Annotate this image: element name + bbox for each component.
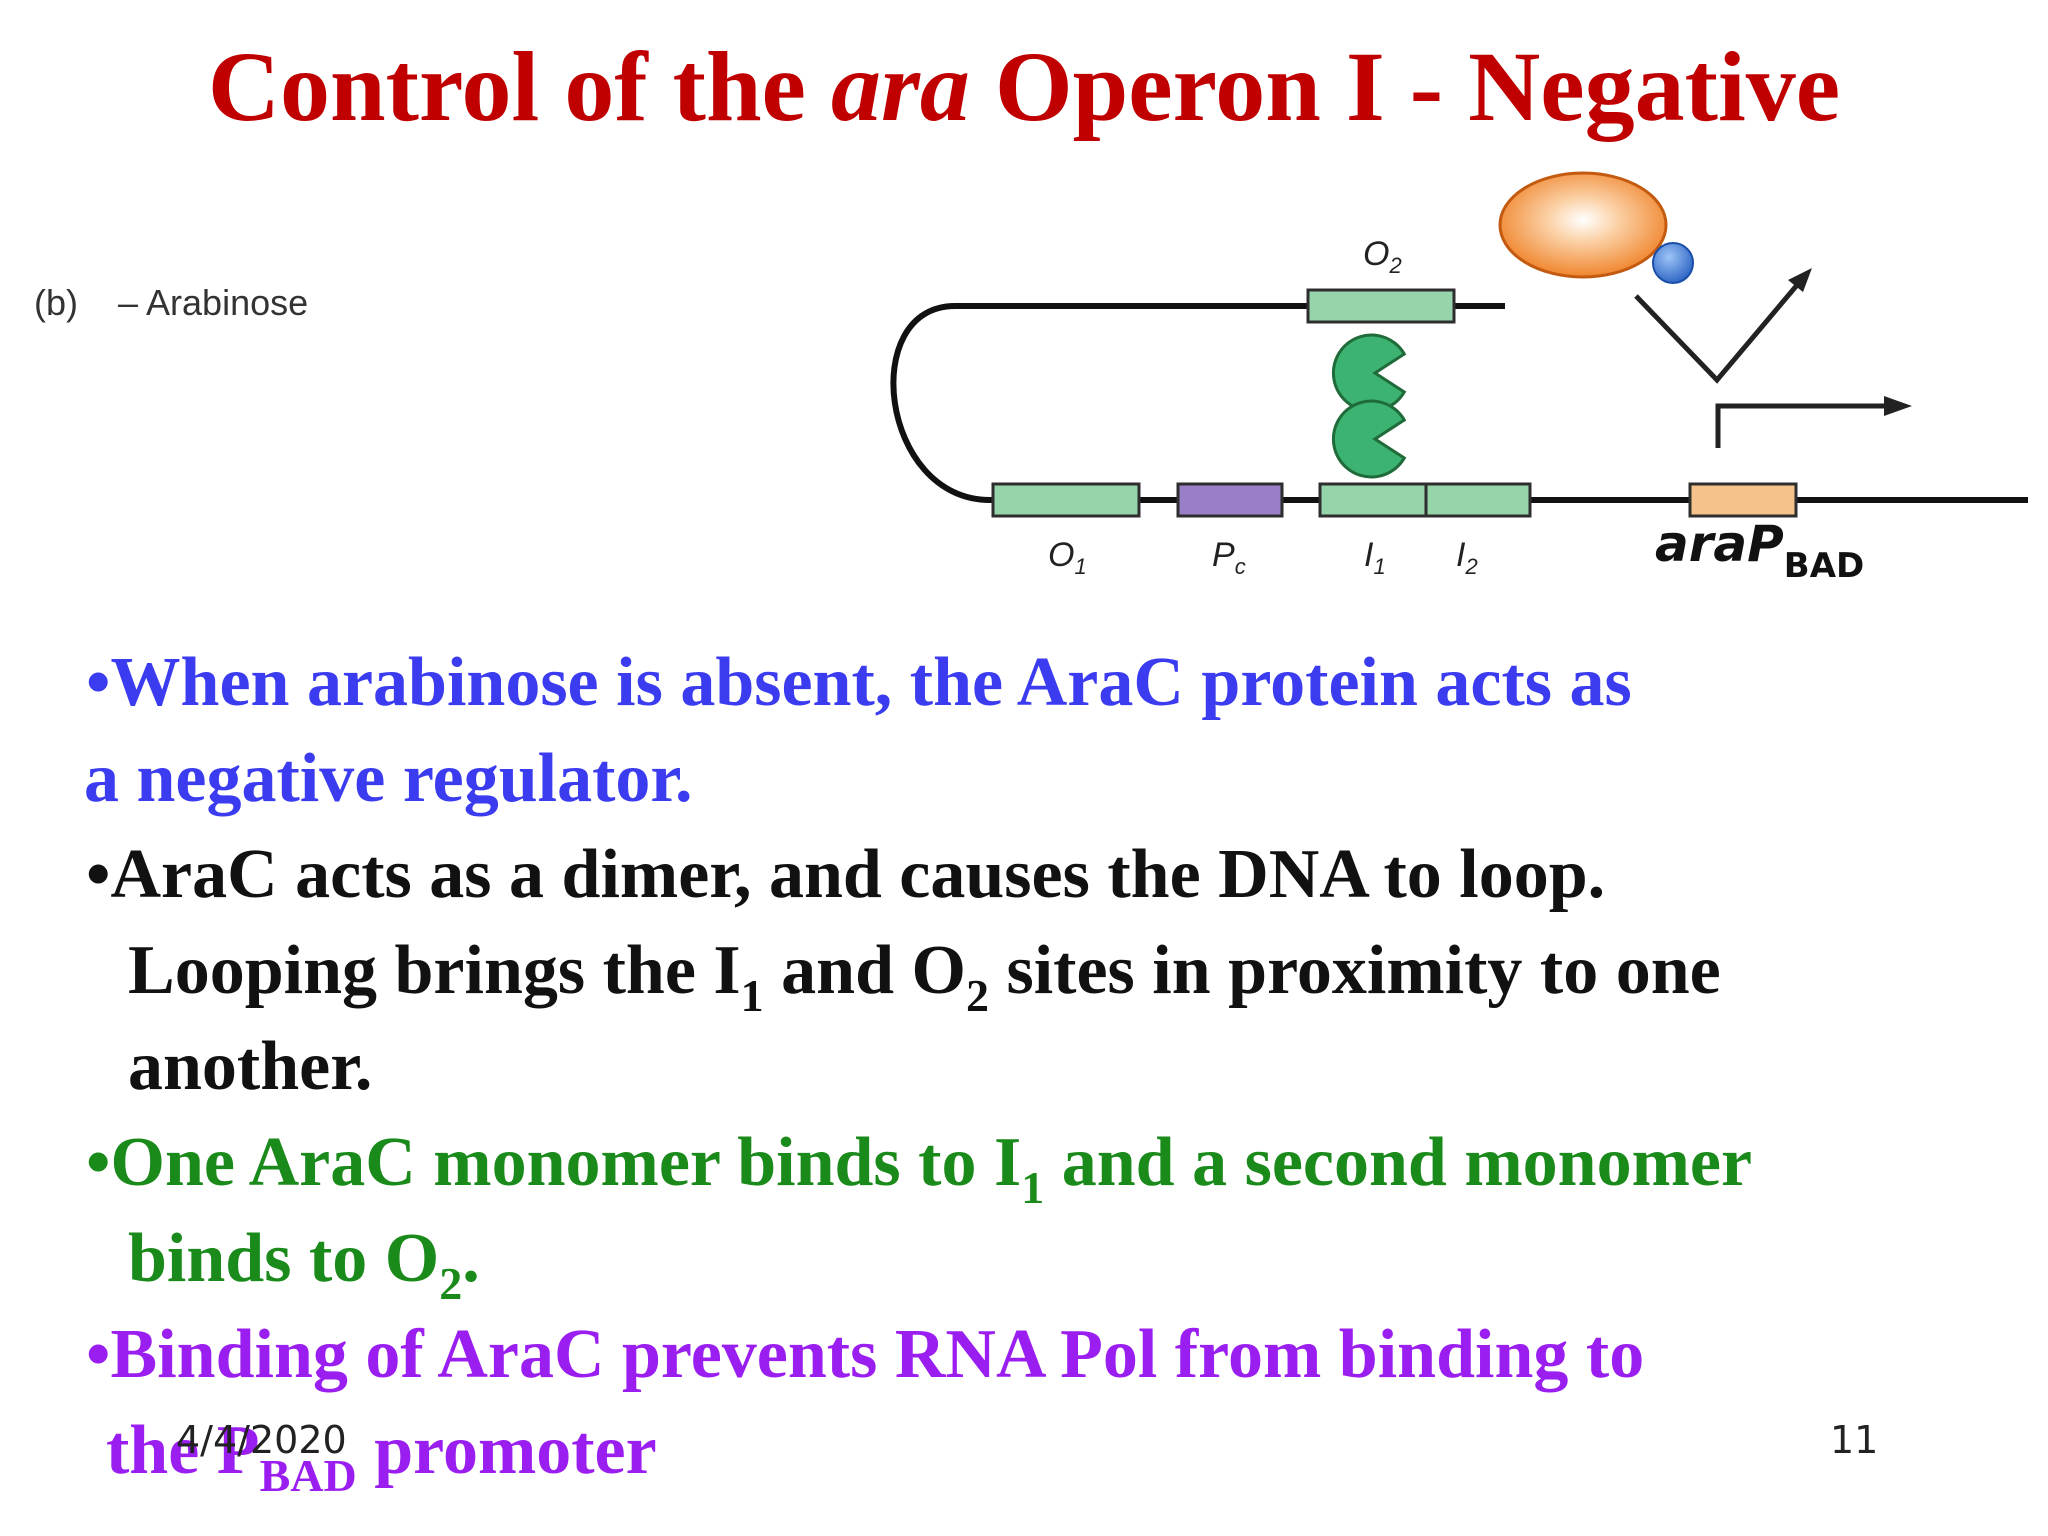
dna-loop <box>893 306 2028 500</box>
bullet-4-line-2: the PBAD promoter <box>86 1403 2026 1499</box>
transcription-arrowhead <box>1884 396 1912 416</box>
label-i1: I1 <box>1364 536 1386 579</box>
label-i2: I2 <box>1456 536 1478 579</box>
bullet-3-line-2: binds to O2. <box>86 1211 2026 1307</box>
bullet-3-line-1: •One AraC monomer binds to I1 and a seco… <box>86 1115 2026 1211</box>
bullet-2: •AraC acts as a dimer, and causes the DN… <box>86 827 2026 1115</box>
bullet-1-line-2: a negative regulator. <box>84 731 2026 827</box>
bullet-1: •When arabinose is absent, the AraC prot… <box>86 635 2026 827</box>
bullet-3: •One AraC monomer binds to I1 and a seco… <box>86 1115 2026 1307</box>
slide-date: 4/4/2020 <box>176 1418 347 1462</box>
bullet-2-line-3: another. <box>86 1019 2026 1115</box>
site-pc-box <box>1178 484 1282 516</box>
bullet-2-line-1: •AraC acts as a dimer, and causes the DN… <box>86 827 2026 923</box>
rna-pol-icon <box>1500 173 1666 277</box>
bullet-list: •When arabinose is absent, the AraC prot… <box>86 635 2026 1499</box>
label-pc: Pc <box>1212 536 1246 579</box>
blocked-binding-arrow <box>1636 278 1803 380</box>
site-i2-box <box>1426 484 1530 516</box>
label-o1: O1 <box>1048 536 1087 579</box>
transcription-arrow <box>1718 406 1888 448</box>
site-o1-box <box>993 484 1139 516</box>
label-o2: O2 <box>1363 235 1402 278</box>
bullet-1-line-1: •When arabinose is absent, the AraC prot… <box>86 635 2026 731</box>
site-i1-box <box>1320 484 1426 516</box>
promoter-label-main: araP <box>1655 515 1784 573</box>
site-o2-box <box>1308 290 1454 322</box>
bullet-4: •Binding of AraC prevents RNA Pol from b… <box>86 1307 2026 1499</box>
promoter-label: araPBAD <box>1655 515 1864 586</box>
promoter-pbad-box <box>1690 484 1796 516</box>
arac-monomer-lower <box>1333 401 1404 477</box>
sigma-factor-icon <box>1653 243 1693 283</box>
promoter-label-sub: BAD <box>1784 546 1864 586</box>
bullet-2-line-2: Looping brings the I1 and O2 sites in pr… <box>86 923 2026 1019</box>
bullet-4-line-1: •Binding of AraC prevents RNA Pol from b… <box>86 1307 2026 1403</box>
slide-number: 11 <box>1830 1418 1878 1462</box>
